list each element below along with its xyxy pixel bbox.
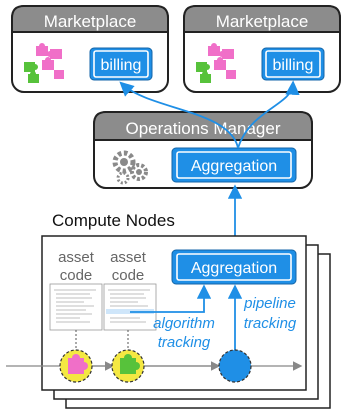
billing-label: billing xyxy=(273,57,314,74)
marketplace-title: Marketplace xyxy=(44,12,137,31)
compute-aggregation-box: Aggregation xyxy=(171,249,297,285)
asset-label: asset xyxy=(110,249,147,266)
operations-manager-title: Operations Manager xyxy=(126,119,281,138)
gears-icon xyxy=(112,150,148,185)
aggregation-box: Aggregation xyxy=(171,147,297,183)
pipeline-tracking-label-2: tracking xyxy=(244,315,297,332)
puzzle-pieces-icon xyxy=(24,43,64,83)
billing-box: billing xyxy=(89,47,153,81)
code-document-icon xyxy=(103,283,157,331)
asset-label: asset xyxy=(58,249,95,266)
puzzle-node-icon xyxy=(59,349,93,383)
code-label: code xyxy=(60,267,93,284)
operations-manager: Operations Manager Aggregation xyxy=(93,111,313,189)
arrow-algorithm-tracking xyxy=(130,284,212,313)
marketplace-1: Marketplace billing xyxy=(11,5,169,93)
billing-label: billing xyxy=(101,57,142,74)
aggregation-label: Aggregation xyxy=(191,158,277,175)
pipeline-node-icon xyxy=(218,349,252,383)
asset-code-1: asset code xyxy=(49,249,103,331)
asset-code-2: asset code xyxy=(103,249,157,331)
code-document-icon xyxy=(49,283,103,331)
billing-box: billing xyxy=(261,47,325,81)
marketplace-2: Marketplace billing xyxy=(183,5,341,93)
code-label: code xyxy=(112,267,145,284)
marketplace-title: Marketplace xyxy=(216,12,309,31)
aggregation-label: Aggregation xyxy=(191,260,277,277)
compute-nodes-title: Compute Nodes xyxy=(52,211,175,230)
arrow-to-billing-1 xyxy=(119,81,239,149)
algorithm-tracking-label: algorithm xyxy=(153,315,215,332)
pipeline-tracking-label: pipeline xyxy=(243,295,296,312)
puzzle-node-icon xyxy=(111,349,145,383)
arrow-to-billing-2 xyxy=(237,80,300,149)
algorithm-tracking-label-2: tracking xyxy=(158,334,211,351)
puzzle-pieces-icon xyxy=(196,43,236,83)
